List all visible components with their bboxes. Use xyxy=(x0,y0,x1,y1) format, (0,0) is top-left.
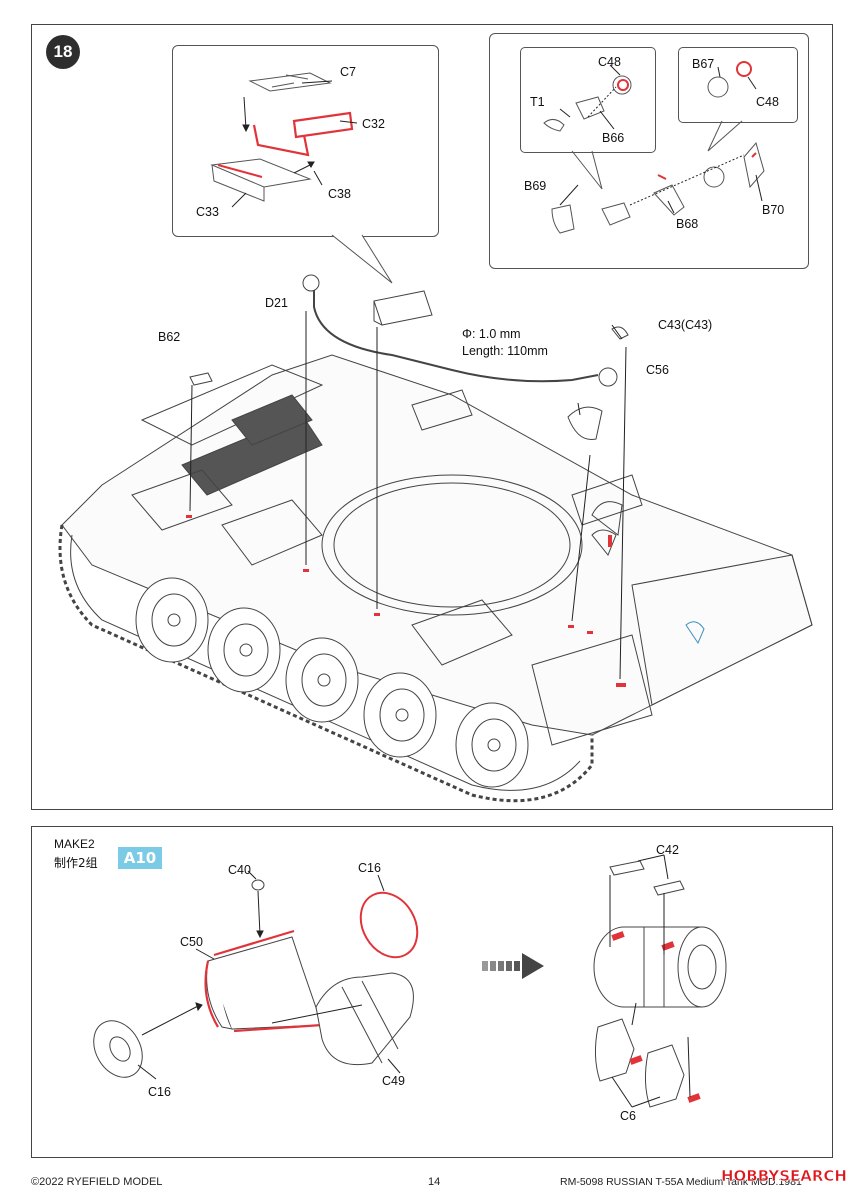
drum-drawing xyxy=(593,860,727,1108)
footer-copyright: ©2022 RYEFIELD MODEL xyxy=(31,1176,163,1188)
subassembly-code-badge: A10 xyxy=(118,847,162,869)
callout-pointer-left xyxy=(331,234,393,284)
part-label-C42: C42 xyxy=(656,843,679,857)
make-count-label: MAKE2 xyxy=(54,837,95,851)
callout-box-left xyxy=(172,45,439,237)
part-label-B67: B67 xyxy=(692,57,715,71)
part-label-C56: C56 xyxy=(646,363,669,377)
part-label-B68: B68 xyxy=(676,217,699,231)
watermark-search: SEARCH xyxy=(779,1167,847,1186)
part-label-C16-left: C16 xyxy=(148,1085,171,1099)
subassembly-a10-panel: MAKE2 制作2组 A10 xyxy=(31,826,833,1158)
callout-left-drawing xyxy=(210,72,358,208)
part-label-C16-top: C16 xyxy=(358,861,381,875)
part-label-C49: C49 xyxy=(382,1074,405,1088)
road-wheels xyxy=(135,577,529,788)
part-label-C7: C7 xyxy=(340,65,356,79)
part-label-C48-a: C48 xyxy=(598,55,621,69)
sub-callout-2 xyxy=(678,47,798,123)
cable-length-note: Length: 110mm xyxy=(462,344,548,358)
callout-box-right xyxy=(489,33,809,269)
sub-callout-1 xyxy=(520,47,656,153)
footer-product: RM-5098 RUSSIAN T-55A Medium Tank MOD.19… xyxy=(560,1176,802,1188)
arrow-right-icon xyxy=(482,953,544,979)
part-label-B70: B70 xyxy=(762,203,785,217)
part-label-D21: D21 xyxy=(265,296,288,310)
part-label-C38: C38 xyxy=(328,187,351,201)
part-label-B66: B66 xyxy=(602,131,625,145)
part-label-C33: C33 xyxy=(196,205,219,219)
part-label-C6: C6 xyxy=(620,1109,636,1123)
watermark-logo: HOBBYSEARCH xyxy=(721,1167,848,1186)
part-label-C43: C43(C43) xyxy=(658,318,713,332)
part-label-C32: C32 xyxy=(362,117,385,131)
footer-page-number: 14 xyxy=(428,1176,441,1188)
part-label-T1: T1 xyxy=(530,95,545,109)
watermark-hobby: HOBBY xyxy=(721,1167,780,1186)
part-label-C50: C50 xyxy=(180,935,203,949)
step-18-panel: 18 C7 C32 C38 C33 xyxy=(31,24,833,810)
make-count-label-cn: 制作2组 xyxy=(54,856,98,870)
part-label-C40: C40 xyxy=(228,863,251,877)
tank-hull-drawing xyxy=(58,274,813,803)
part-label-B62: B62 xyxy=(158,330,181,344)
step-number-badge: 18 xyxy=(46,35,80,69)
a10-drawing xyxy=(93,854,727,1108)
cable-diameter-note: Φ: 1.0 mm xyxy=(462,327,521,341)
part-label-B69: B69 xyxy=(524,179,547,193)
part-label-C48-b: C48 xyxy=(756,95,779,109)
callout-right-drawing xyxy=(543,61,765,234)
